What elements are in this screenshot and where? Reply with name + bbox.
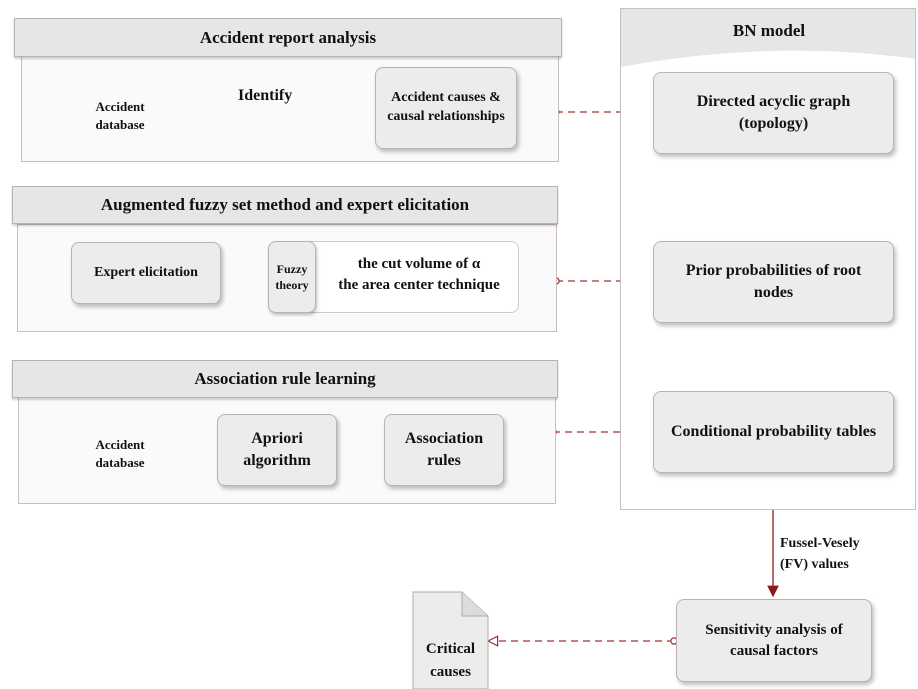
- apriori-algorithm-box: Apriori algorithm: [217, 414, 337, 486]
- cpt-box: Conditional probability tables: [653, 391, 894, 473]
- fv-values-label: Fussel-Vesely (FV) values: [780, 536, 860, 572]
- identify-label: Identify: [238, 87, 293, 104]
- bn-model-title: BN model: [732, 21, 806, 40]
- bn-model-header-shape: [621, 9, 915, 67]
- fuzzy-header: Augmented fuzzy set method and expert el…: [12, 186, 558, 224]
- sensitivity-analysis-box: Sensitivity analysis of causal factors: [676, 599, 872, 682]
- fuzzy-technique-box: Fuzzy theory the cut volume of α the are…: [268, 241, 519, 313]
- association-title: Association rule learning: [194, 369, 376, 388]
- fuzzy-title: Augmented fuzzy set method and expert el…: [100, 195, 470, 214]
- prior-probabilities-box: Prior probabilities of root nodes: [653, 241, 894, 323]
- accident-analysis-header: Accident report analysis: [14, 18, 562, 57]
- fuzzy-techniques-text: the cut volume of α the area center tech…: [338, 256, 500, 293]
- critical-causes-label: Critical causes: [425, 641, 476, 680]
- critical-causes-document: [412, 591, 489, 689]
- accident-database-label-2: Accident database: [95, 437, 145, 470]
- association-header: Association rule learning: [12, 360, 558, 398]
- accident-database-label-1: Accident database: [95, 99, 145, 132]
- accident-causes-box: Accident causes & causal relationships: [375, 67, 517, 149]
- accident-analysis-title: Accident report analysis: [199, 27, 377, 47]
- association-rules-box: Association rules: [384, 414, 504, 486]
- expert-elicitation-label: Expert elicitation: [94, 264, 198, 280]
- dag-box: Directed acyclic graph (topology): [653, 72, 894, 154]
- fuzzy-theory-box: Fuzzy theory: [268, 241, 316, 313]
- expert-elicitation-box: Expert elicitation: [71, 242, 221, 304]
